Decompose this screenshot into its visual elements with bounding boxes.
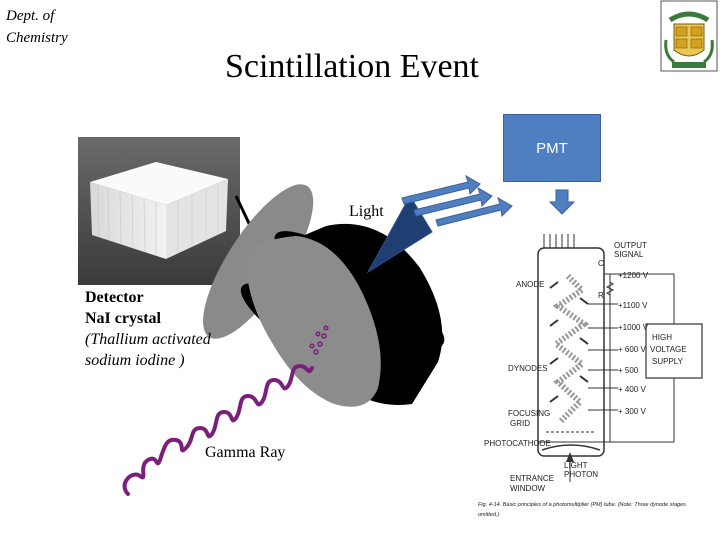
- dept-line-1: Dept. of: [6, 8, 55, 24]
- label-entrance-1: ENTRANCE: [510, 474, 554, 483]
- activator-line-2: sodium iodine ): [85, 352, 185, 369]
- detector-label: Detector: [85, 289, 144, 306]
- pmt-schematic: OUTPUT SIGNAL C R +1200 V ANODE +1100 V …: [478, 234, 703, 518]
- label-output-signal-2: SIGNAL: [614, 250, 644, 259]
- label-hv-1: HIGH: [652, 333, 672, 342]
- label-v300: + 300 V: [618, 407, 646, 416]
- slide-title-text: Scintillation Event: [224, 48, 480, 85]
- detector-description: Detector NaI crystal (Thallium activated…: [85, 287, 211, 371]
- light-arrows: [401, 174, 513, 227]
- figure-caption-2: omitted.): [478, 512, 500, 518]
- gamma-ray-label: Gamma Ray: [205, 444, 286, 461]
- label-entrance-2: WINDOW: [510, 484, 546, 493]
- label-v500: + 500: [618, 366, 639, 375]
- label-dynodes: DYNODES: [508, 364, 548, 373]
- light-label: Light: [349, 203, 384, 220]
- label-light-photon-1: LIGHT: [564, 461, 588, 470]
- slide-title: Scintillation Event: [0, 48, 720, 86]
- label-v600: + 600 V: [618, 345, 646, 354]
- nai-crystal-photo: [78, 137, 240, 285]
- label-light-photon-2: PHOTON: [564, 470, 598, 479]
- scintillation-dots: [309, 325, 329, 355]
- label-focusing-1: FOCUSING: [508, 409, 550, 418]
- crystal-label: NaI crystal: [85, 310, 161, 327]
- label-v400: + 400 V: [618, 385, 646, 394]
- label-c: C: [598, 259, 604, 268]
- label-focusing-2: GRID: [510, 419, 530, 428]
- gamma-wave: [122, 363, 314, 496]
- label-v1200: +1200 V: [618, 271, 649, 280]
- figure-caption-1: Fig. 4-14. Basic principles of a photomu…: [478, 502, 686, 508]
- label-v1000: +1000 V: [618, 323, 649, 332]
- label-hv-2: VOLTAGE: [650, 345, 687, 354]
- label-r: R: [598, 291, 604, 300]
- pmt-label: PMT: [536, 139, 568, 157]
- label-anode: ANODE: [516, 280, 544, 289]
- label-hv-3: SUPPLY: [652, 357, 684, 366]
- university-crest-logo: [660, 0, 718, 72]
- pmt-down-arrow: [548, 189, 576, 215]
- disk-edge: [246, 236, 381, 407]
- label-photocathode: PHOTOCATHODE: [484, 439, 551, 448]
- department-label: Dept. of Chemistry: [6, 5, 68, 49]
- pmt-box: PMT: [503, 114, 601, 182]
- label-output-signal-1: OUTPUT: [614, 241, 647, 250]
- dept-line-2: Chemistry: [6, 30, 68, 46]
- label-v1100: +1100 V: [618, 301, 648, 310]
- activator-line-1: (Thallium activated: [85, 331, 211, 348]
